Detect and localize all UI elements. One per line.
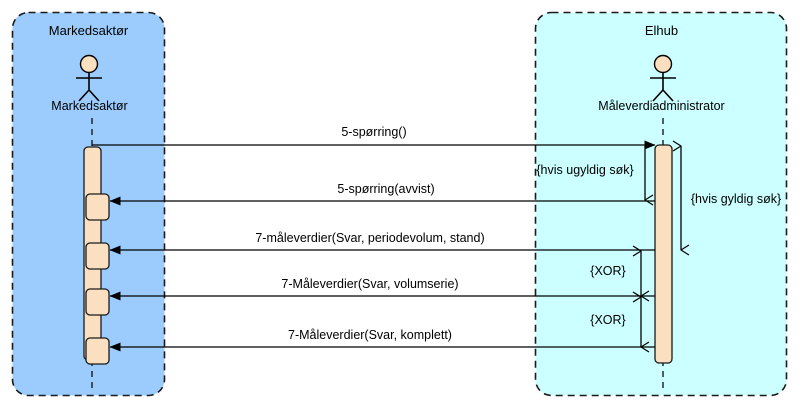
actor-icon-markedsaktor — [76, 54, 102, 102]
guard-label-xor-2: {XOR} — [590, 313, 626, 327]
actor-label-markedsaktor: Markedsaktør — [51, 99, 128, 113]
actor-icon-maleverdiadministrator — [650, 54, 676, 102]
activation-bar-markedsaktor — [83, 146, 110, 365]
panel-title-markedsaktor: Markedsaktør — [48, 23, 129, 38]
message-label-m3: 7-måleverdier(Svar, periodevolum, stand) — [255, 231, 485, 245]
guard-label-hvis-gyldig-sok: {hvis gyldig søk} — [690, 192, 782, 206]
message-label-m1: 5-spørring() — [341, 125, 407, 139]
activation-bar-maleverdiadministrator — [654, 144, 673, 364]
guard-label-xor-1: {XOR} — [590, 264, 626, 278]
guard-label-hvis-ugyldig-sok: {hvis ugyldig søk} — [536, 163, 634, 177]
actor-label-maleverdiadministrator: Måleverdiadministrator — [598, 99, 725, 113]
panel-title-elhub: Elhub — [644, 23, 679, 38]
message-label-m2: 5-spørring(avvist) — [337, 182, 435, 196]
message-label-m4: 7-Måleverdier(Svar, volumserie) — [281, 277, 459, 291]
message-label-m5: 7-Måleverdier(Svar, komplett) — [288, 328, 452, 342]
